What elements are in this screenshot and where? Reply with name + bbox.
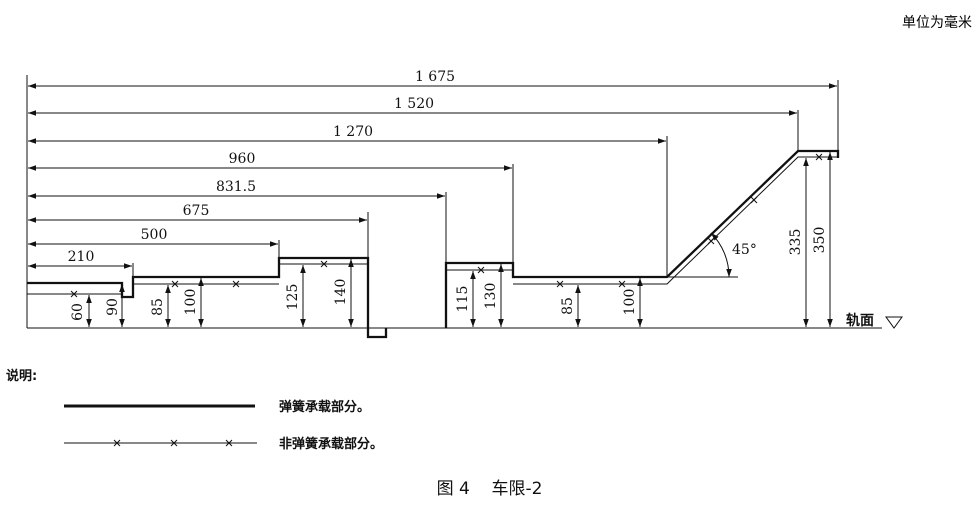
dim-label-335: 335: [788, 229, 804, 256]
dim-label-1270: 1 270: [333, 124, 373, 140]
horizontal-dimensions: [28, 83, 837, 269]
figure-title: 车限-2: [491, 479, 543, 499]
vertical-dimensions: [86, 152, 833, 327]
dim-label-125: 125: [285, 284, 301, 311]
figure-number: 图 4: [436, 479, 470, 499]
dim-label-210: 210: [68, 249, 95, 265]
dim-label-100-b: 100: [622, 289, 638, 316]
legend-spring-label: 弹簧承载部分。: [279, 399, 370, 415]
dim-label-85-a: 85: [150, 298, 166, 316]
dim-label-675: 675: [183, 203, 210, 219]
figure-caption: 图 4 车限-2: [0, 474, 979, 499]
legend-nonspring-markers: [113, 439, 233, 447]
dim-label-100-a: 100: [183, 289, 199, 316]
angle-arc: [710, 232, 732, 278]
dim-label-140: 140: [333, 279, 349, 306]
nonspring-markers: [70, 153, 823, 298]
angle-label: 45°: [732, 242, 757, 258]
dim-label-1675: 1 675: [415, 69, 455, 85]
nonspring-profile: [27, 156, 838, 295]
dim-label-831-5: 831.5: [216, 179, 256, 195]
dim-label-130: 130: [483, 283, 499, 310]
legend-title: 说明:: [6, 368, 37, 384]
dim-label-500: 500: [141, 227, 168, 243]
legend-nonspring-label: 非弹簧承载部分。: [279, 436, 383, 452]
dim-label-115: 115: [455, 286, 471, 313]
dim-label-60: 60: [70, 303, 86, 321]
unit-note: 单位为毫米: [902, 14, 972, 31]
rail-surface-label: 轨面: [846, 312, 874, 329]
rail-surface-icon: [885, 316, 903, 329]
dim-label-350: 350: [812, 227, 828, 254]
extension-lines: [26, 75, 839, 328]
dim-label-90: 90: [105, 298, 121, 316]
dim-label-960: 960: [229, 151, 256, 167]
dim-label-1520: 1 520: [394, 96, 434, 112]
dim-label-85-b: 85: [560, 297, 576, 315]
